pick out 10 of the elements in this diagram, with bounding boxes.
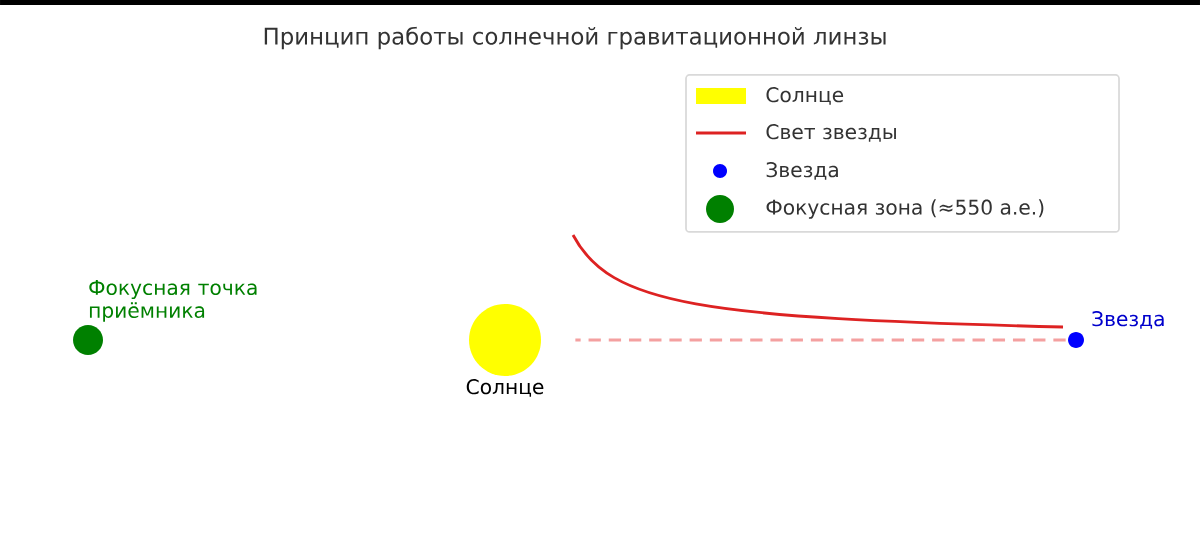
light-curve <box>571 234 1064 329</box>
legend-label: Солнце <box>766 87 844 105</box>
node-label: Фокусная точка приёмника <box>89 280 257 322</box>
legend-label: Звезда <box>766 162 838 180</box>
legend-label: Фокусная зона (≈550 а.е.) <box>766 199 1044 219</box>
dashed-line <box>575 338 1066 342</box>
node-label: Солнце <box>466 379 544 397</box>
node-label: Звезда <box>1092 311 1164 329</box>
title: Принцип работы солнечной гравитационной линзы <box>264 26 886 50</box>
legend-label: Свет звезды <box>766 124 896 142</box>
